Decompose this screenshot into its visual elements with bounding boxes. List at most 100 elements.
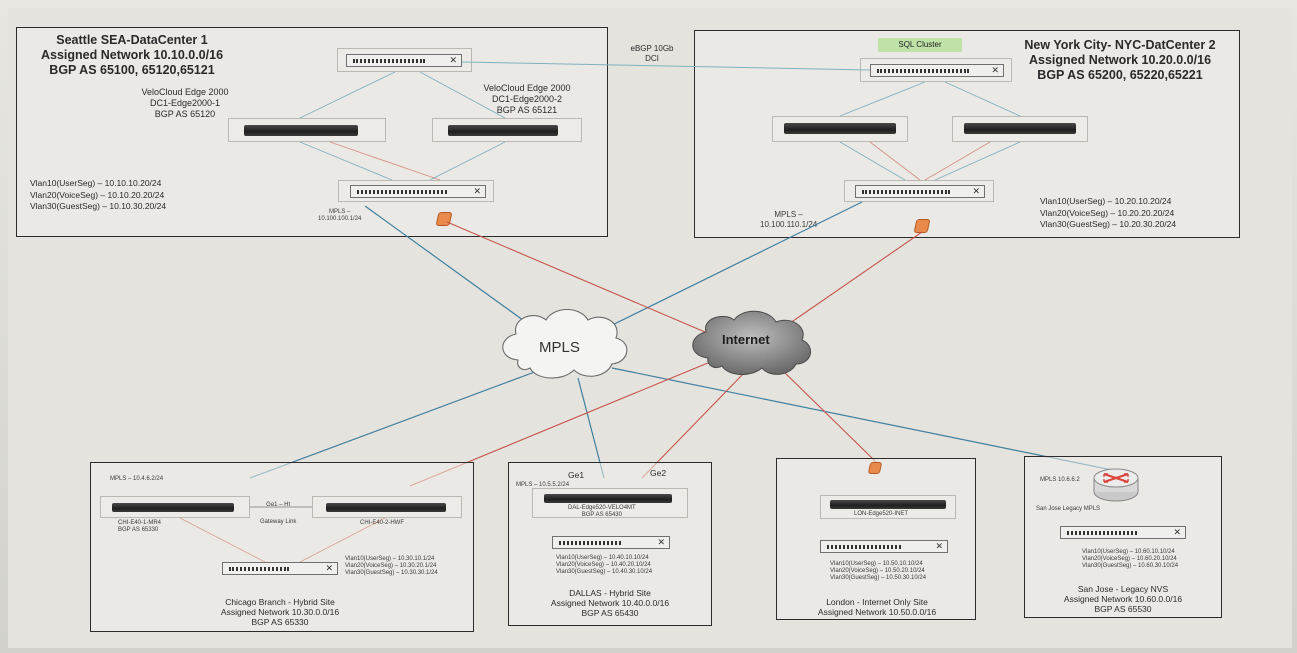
- sanjose-vlan20: Vlan20(VoiceSeg) – 10.60.20.10/24: [1082, 556, 1177, 562]
- sanjose-vlan10: Vlan10(UserSeg) – 10.60.10.10/24: [1082, 549, 1175, 555]
- chicago-edge1-label: CHI-E40-1-MR4 BGP AS 65330: [118, 520, 161, 534]
- seattle-edge1-appliance[interactable]: [244, 125, 358, 136]
- dallas-edge-frame: [532, 488, 688, 518]
- nyc-title: New York City- NYC-DatCenter 2 Assigned …: [1010, 38, 1230, 83]
- nyc-vlan30: Vlan30(GuestSeg) – 10.20.30.20/24: [1040, 219, 1177, 229]
- mpls-links: [249, 201, 1113, 479]
- mpls-link-dallas[interactable]: [577, 377, 605, 479]
- seattle-vlan10: Vlan10(UserSeg) – 10.10.10.20/24: [30, 178, 162, 188]
- london-vlan-list: Vlan10(UserSeg) – 10.50.10.10/24 Vlan20(…: [830, 561, 926, 582]
- chicago-switch[interactable]: ✕: [222, 562, 338, 575]
- chicago-vlan30: Vlan30(GuestSeg) – 10.30.30.1/24: [345, 570, 438, 576]
- internet-link-seattle[interactable]: [446, 221, 713, 336]
- seattle-vlan20: Vlan20(VoiceSeg) – 10.10.20.20/24: [30, 189, 165, 200]
- dallas-network: Assigned Network 10.40.0.0/16: [550, 598, 670, 608]
- nyc-title-line1: New York City- NYC-DatCenter 2: [1024, 38, 1216, 52]
- chicago-network: Assigned Network 10.30.0.0/16: [220, 607, 340, 617]
- sanjose-network: Assigned Network 10.60.0.0/16: [1063, 594, 1183, 604]
- sanjose-router-label: San Jose Legacy MPLS: [1036, 506, 1101, 512]
- london-edge-appliance[interactable]: [830, 500, 946, 509]
- dallas-edge-appliance[interactable]: [544, 494, 672, 503]
- seattle-edge2-label: VeloCloud Edge 2000 DC1-Edge2000-2 BGP A…: [452, 83, 602, 116]
- london-site-name: London - Internet Only Site: [826, 597, 928, 607]
- london-switch[interactable]: ✕: [820, 540, 948, 553]
- dallas-vlan30: Vlan30(GuestSeg) – 10.40.30.10/24: [556, 569, 653, 575]
- mpls-link-nyc[interactable]: [589, 201, 863, 337]
- sanjose-switch[interactable]: ✕: [1060, 526, 1186, 539]
- chicago-edge2-appliance[interactable]: [326, 503, 446, 512]
- chicago-edge1-hostname: CHI-E40-1-MR4: [118, 520, 162, 526]
- seattle-access-switch[interactable]: ✕: [350, 185, 486, 198]
- london-vlan30: Vlan30(GuestSeg) – 10.50.30.10/24: [830, 575, 927, 581]
- internet-link-london[interactable]: [779, 367, 877, 463]
- chicago-link-label-line2: Gateway Link: [260, 519, 297, 525]
- chicago-vlan-list: Vlan10(UserSeg) – 10.30.10.1/24 Vlan20(V…: [345, 556, 438, 577]
- london-vlan10: Vlan10(UserSeg) – 10.50.10.10/24: [830, 561, 923, 567]
- chicago-edge1-appliance[interactable]: [112, 503, 234, 512]
- sanjose-site-name: San Jose - Legacy NVS: [1077, 584, 1169, 594]
- london-network: Assigned Network 10.50.0.0/16: [817, 607, 937, 617]
- dallas-footer: DALLAS - Hybrid Site Assigned Network 10…: [520, 588, 700, 618]
- nyc-mpls-label: MPLS – 10.100.110.1/24: [760, 210, 817, 230]
- dallas-vlan10: Vlan10(UserSeg) – 10.40.10.10/24: [556, 555, 649, 561]
- nyc-core-switch[interactable]: ✕: [870, 64, 1004, 77]
- nyc-edge2-appliance[interactable]: [964, 123, 1076, 134]
- nyc-title-line2: Assigned Network 10.20.0.0/16: [1028, 53, 1212, 67]
- dallas-ge2-label: Ge2: [650, 468, 667, 478]
- seattle-internal-links: [299, 71, 506, 181]
- london-vlan20: Vlan20(VoiceSeg) – 10.50.20.10/24: [830, 568, 925, 574]
- nyc-access-switch[interactable]: ✕: [855, 185, 985, 198]
- internet-links: [409, 221, 923, 487]
- nyc-vlan-list: Vlan10(UserSeg) – 10.20.10.20/24 Vlan20(…: [1040, 196, 1176, 231]
- mpls-link-chicago[interactable]: [249, 369, 541, 479]
- mpls-link-seattle[interactable]: [364, 205, 546, 337]
- chicago-mpls-label: MPLS – 10.4.6.2/24: [110, 476, 164, 482]
- seattle-core-switch[interactable]: ✕: [346, 54, 462, 67]
- internet-cloud-icon[interactable]: [692, 310, 811, 375]
- chicago-vlan10: Vlan10(UserSeg) – 10.30.10.1/24: [345, 556, 435, 562]
- seattle-title-line3: BGP AS 65100, 65120,65121: [49, 63, 215, 77]
- seattle-edge2-hostname: DC1-Edge2000-2: [491, 94, 563, 104]
- dallas-edge-hostname: DAL-Edge520-VELO4MT: [568, 505, 636, 511]
- seattle-edge1-hostname: DC1-Edge2000-1: [149, 98, 221, 108]
- seattle-edge1-bgp: BGP AS 65120: [154, 109, 216, 119]
- chicago-branch: [90, 462, 474, 632]
- internet-cloud-label: Internet: [722, 332, 770, 347]
- mpls-cloud-icon[interactable]: [502, 308, 628, 379]
- nyc-mpls-label-line1: MPLS –: [774, 210, 803, 219]
- london-branch: [776, 458, 976, 620]
- chicago-bgp: BGP AS 65330: [251, 617, 309, 627]
- seattle-edge2-appliance[interactable]: [448, 125, 558, 136]
- nyc-vlan20: Vlan20(VoiceSeg) – 10.20.20.20/24: [1040, 207, 1175, 218]
- mpls-link-sanjose[interactable]: [611, 367, 1113, 471]
- mpls-cloud-label: MPLS: [539, 339, 580, 356]
- seattle-edge1-model: VeloCloud Edge 2000: [141, 87, 229, 97]
- seattle-title: Seattle SEA-DataCenter 1 Assigned Networ…: [32, 33, 232, 78]
- dallas-edge-label: DAL-Edge520-VELO4MT BGP AS 65430: [568, 505, 636, 519]
- sql-cluster-label: SQL Cluster: [878, 38, 962, 52]
- sanjose-vlan-list: Vlan10(UserSeg) – 10.60.10.10/24 Vlan20(…: [1082, 549, 1178, 570]
- dallas-edge-bgp: BGP AS 65430: [581, 512, 622, 518]
- nyc-mpls-label-line2: 10.100.110.1/24: [760, 220, 818, 229]
- chicago-footer: Chicago Branch - Hybrid Site Assigned Ne…: [190, 597, 370, 627]
- internet-link-nyc[interactable]: [779, 231, 923, 331]
- chicago-edge1-bgp: BGP AS 65330: [118, 527, 159, 533]
- chicago-link-label: Ge1 – Ht Gateway Link: [260, 502, 296, 526]
- chicago-vlan20: Vlan20(VoiceSeg) – 10.30.20.1/24: [345, 563, 437, 569]
- london-edge-label: LON-Edge520-INET: [854, 511, 909, 517]
- internet-link-dallas[interactable]: [641, 371, 746, 479]
- sanjose-bgp: BGP AS 65530: [1094, 604, 1152, 614]
- chicago-edge2-label: CHI-E40-2-HWF: [360, 520, 405, 526]
- dallas-ge1-label: Ge1: [568, 470, 585, 480]
- dallas-vlan20: Vlan20(VoiceSeg) – 10.40.20.10/24: [556, 562, 651, 568]
- dallas-switch[interactable]: ✕: [552, 536, 670, 549]
- dci-link[interactable]: [461, 61, 871, 71]
- seattle-edge2-bgp: BGP AS 65121: [496, 105, 558, 115]
- seattle-mpls-label-line2: 10.100.100.1/24: [318, 216, 362, 222]
- london-footer: London - Internet Only Site Assigned Net…: [784, 597, 970, 617]
- nyc-edge1-appliance[interactable]: [784, 123, 896, 134]
- seattle-edge2-model: VeloCloud Edge 2000: [483, 83, 571, 93]
- sanjose-vlan30: Vlan30(GuestSeg) – 10.60.30.10/24: [1082, 563, 1179, 569]
